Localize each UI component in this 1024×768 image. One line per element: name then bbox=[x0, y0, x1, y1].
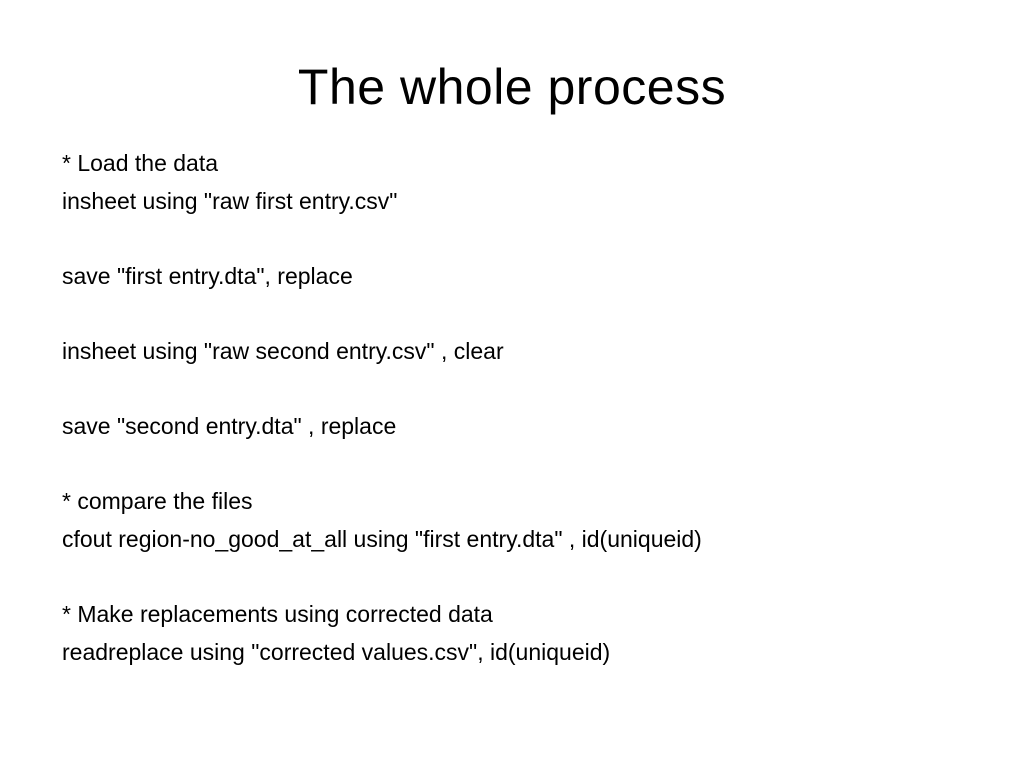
blank-line bbox=[62, 559, 992, 597]
blank-line bbox=[62, 295, 992, 333]
comment-line-load-data: * Load the data bbox=[62, 150, 219, 176]
comment-line-make-replacements: * Make replacements using corrected data bbox=[62, 601, 493, 628]
comment-line-compare-files: * compare the files bbox=[62, 488, 253, 515]
code-line-insheet-first: insheet using "raw first entry.csv" bbox=[62, 187, 398, 214]
blank-line bbox=[62, 220, 992, 258]
code-line-save-second: save "second entry.dta" , replace bbox=[62, 413, 397, 440]
code-line-insheet-second: insheet using "raw second entry.csv" , c… bbox=[62, 337, 504, 364]
slide-body: * Load the data insheet using "raw first… bbox=[62, 145, 992, 671]
code-line-cfout: cfout region-no_good_at_all using "first… bbox=[62, 525, 702, 552]
slide-title: The whole process bbox=[297, 59, 727, 115]
code-line-readreplace: readreplace using "corrected values.csv"… bbox=[62, 638, 611, 665]
code-line-save-first: save "first entry.dta", replace bbox=[62, 262, 353, 289]
blank-line bbox=[62, 371, 992, 409]
blank-line bbox=[62, 446, 992, 484]
